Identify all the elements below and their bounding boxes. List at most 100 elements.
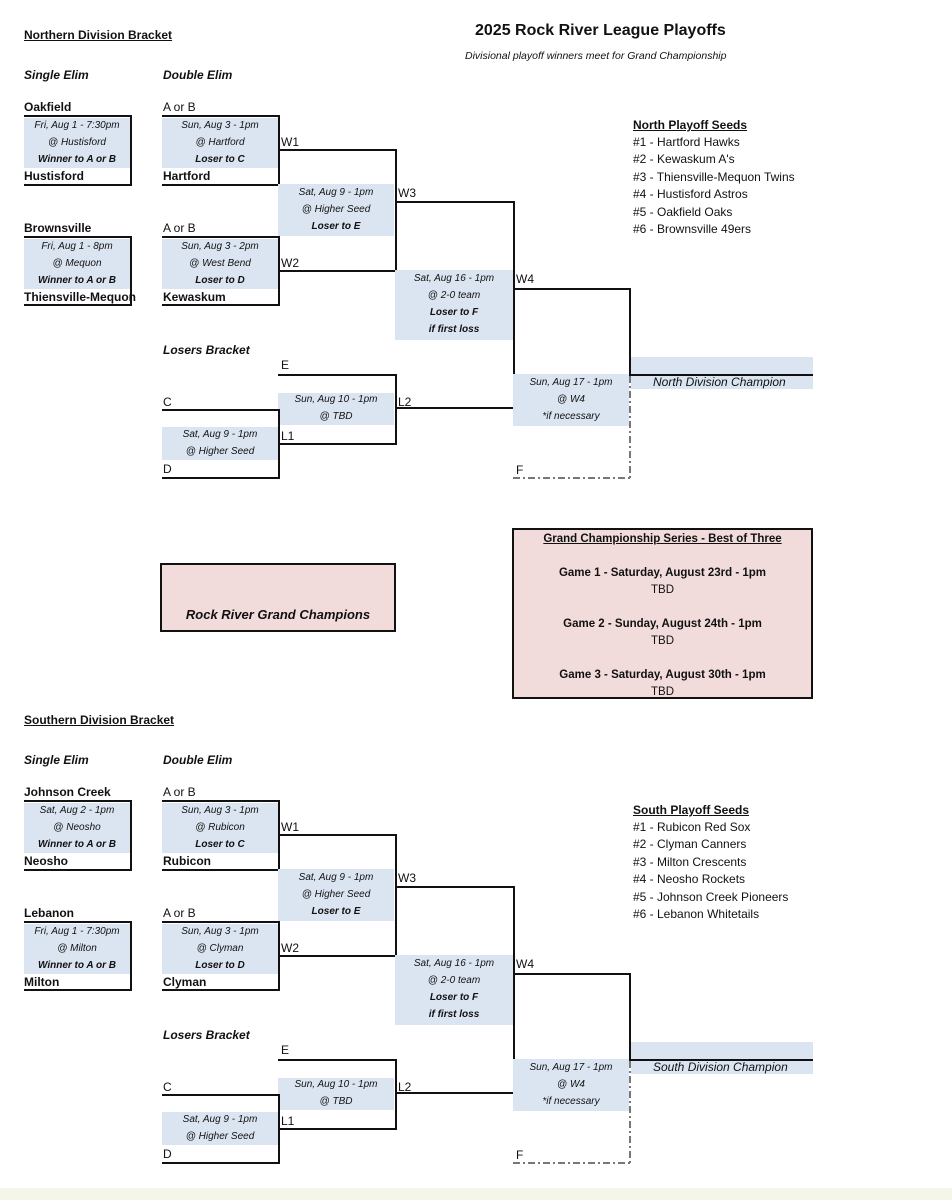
se2-game-box-line-2: @ Mequon — [52, 257, 102, 269]
w4-game-box-line-3: Loser to F — [429, 992, 479, 1003]
w2-bottom-team: Kewaskum — [163, 290, 226, 304]
se2-bottom-line — [24, 989, 132, 991]
c-line — [162, 409, 280, 411]
l1-right-line — [278, 1094, 280, 1164]
e-line — [278, 1059, 396, 1061]
single-elim-heading: Single Elim — [24, 753, 89, 767]
seeds-heading: South Playoff Seeds — [633, 803, 750, 817]
l2-bottom-line — [278, 443, 396, 445]
final-right-line — [629, 973, 631, 1061]
game-3-location: TBD — [651, 686, 674, 698]
seed-5: #5 - Johnson Creek Pioneers — [633, 889, 789, 904]
se1-right-line — [130, 115, 132, 186]
w1-game-box-line-3: Loser to C — [195, 153, 245, 165]
w3-bottom-line — [278, 270, 396, 272]
se1-right-line — [130, 800, 132, 871]
w4-label: W4 — [516, 957, 534, 971]
l1-label: L1 — [281, 1114, 295, 1128]
se1-game-box-line-3: Winner to A or B — [37, 153, 117, 165]
page-title: 2025 Rock River League Playoffs — [475, 22, 726, 39]
l1-label: L1 — [281, 429, 295, 443]
w4-bottom-line — [395, 407, 515, 409]
w2-bottom-line — [162, 304, 280, 306]
l1-game-box-line-1: Sat, Aug 9 - 1pm — [182, 1113, 258, 1125]
se2-bottom-team: Thiensville-Mequon — [24, 290, 137, 304]
w3-top-line — [278, 149, 396, 151]
w2-label: W2 — [281, 941, 299, 955]
final-game-box: Sun, Aug 17 - 1pm@ W4*if necessary — [513, 374, 629, 426]
final-dashed-bottom-line — [513, 1162, 631, 1164]
l2-label: L2 — [398, 1080, 412, 1094]
grand-championship-series-box: Grand Championship Series - Best of Thre… — [512, 528, 813, 699]
series-title: Grand Championship Series - Best of Thre… — [543, 533, 782, 545]
seed-3: #3 - Thiensville-Mequon Twins — [633, 169, 795, 184]
game-3-schedule: Game 3 - Saturday, August 30th - 1pm — [559, 669, 766, 681]
w2-bottom-team: Clyman — [163, 975, 207, 989]
d-line — [162, 477, 280, 479]
w4-game-box-line-2: @ 2-0 team — [427, 975, 481, 986]
w1-top-slot: A or B — [163, 100, 196, 114]
l2-right-line — [395, 374, 397, 445]
seed-5: #5 - Oakfield Oaks — [633, 204, 733, 219]
w2-top-slot: A or B — [163, 906, 196, 920]
final-top-line — [513, 288, 631, 290]
w3-game-box-line-2: @ Higher Seed — [301, 203, 371, 215]
w4-right-line — [513, 886, 515, 1094]
w1-label: W1 — [281, 135, 299, 149]
w3-right-line — [395, 834, 397, 956]
final-dashed-line — [629, 1061, 631, 1163]
grand-champions-label: Rock River Grand Champions — [185, 607, 371, 622]
w1-top-slot: A or B — [163, 785, 196, 799]
seeds-heading: North Playoff Seeds — [633, 118, 748, 132]
w2-game-box-line-1: Sun, Aug 3 - 1pm — [181, 925, 259, 937]
game-1-location: TBD — [651, 584, 674, 596]
se2-bottom-team: Milton — [24, 975, 60, 989]
division-champion-box: North Division Champion — [631, 357, 813, 389]
w4-right-line — [513, 201, 515, 409]
losers-d-slot: D — [163, 462, 172, 476]
division-heading: Northern Division Bracket — [24, 28, 173, 42]
se2-game-box-line-1: Fri, Aug 1 - 8pm — [41, 240, 113, 252]
losers-e-slot: E — [281, 1043, 290, 1057]
final-game-box: Sun, Aug 17 - 1pm@ W4*if necessary — [513, 1059, 629, 1111]
w4-game-box-line-1: Sat, Aug 16 - 1pm — [413, 958, 495, 969]
page-subtitle: Divisional playoff winners meet for Gran… — [465, 50, 727, 62]
seed-2: #2 - Kewaskum A's — [633, 152, 735, 167]
w3-top-line — [278, 834, 396, 836]
double-elim-heading: Double Elim — [163, 68, 233, 82]
seed-4: #4 - Hustisford Astros — [633, 187, 748, 202]
se1-game-box-line-2: @ Neosho — [53, 821, 101, 833]
champion-line — [631, 374, 813, 376]
losers-d-slot: D — [163, 1147, 172, 1161]
l2-bottom-line — [278, 1128, 396, 1130]
se1-bottom-team: Hustisford — [24, 169, 84, 183]
se2-top-team: Brownsville — [24, 221, 92, 235]
final-top-line — [513, 973, 631, 975]
l1-game-box-line-1: Sat, Aug 9 - 1pm — [182, 428, 258, 440]
w1-bottom-team: Rubicon — [163, 854, 211, 868]
losers-c-slot: C — [163, 1080, 172, 1094]
final-game-box-line-3: *if necessary — [542, 1095, 600, 1107]
w4-top-line — [395, 886, 515, 888]
w2-game-box-line-2: @ Clyman — [196, 942, 244, 954]
se2-right-line — [130, 921, 132, 991]
seed-2: #2 - Clyman Canners — [633, 837, 747, 852]
se1-bottom-line — [24, 184, 132, 186]
se1-top-line — [24, 115, 132, 117]
w3-game-box-line-1: Sat, Aug 9 - 1pm — [298, 186, 374, 198]
w2-top-slot: A or B — [163, 221, 196, 235]
w2-game-box-line-1: Sun, Aug 3 - 2pm — [181, 240, 259, 252]
l1-game-box: Sat, Aug 9 - 1pm@ Higher Seed — [162, 427, 278, 460]
w1-label: W1 — [281, 820, 299, 834]
w3-game-box-line-3: Loser to E — [311, 905, 361, 917]
